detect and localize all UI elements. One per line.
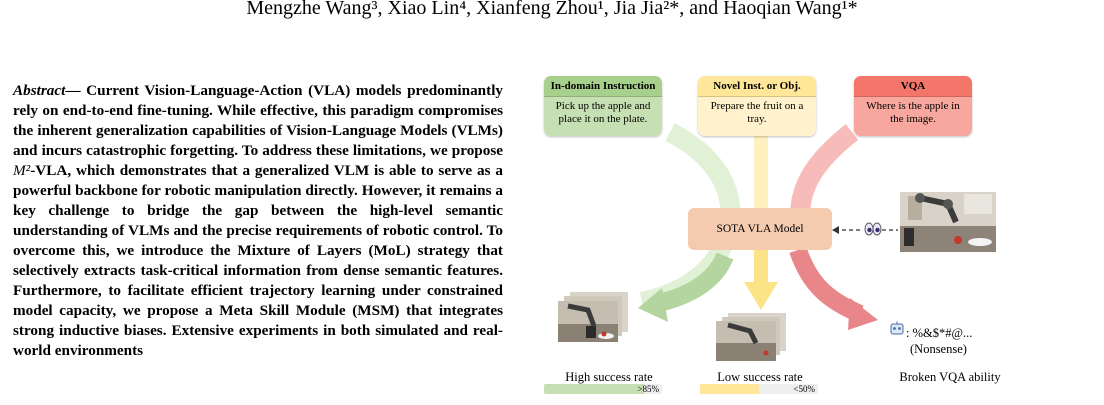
vqa-note: (Nonsense) bbox=[910, 342, 967, 356]
robot-scene-photo bbox=[900, 192, 996, 252]
outcome-high-percent: >85% bbox=[637, 384, 659, 394]
abstract-dash: — bbox=[65, 82, 87, 99]
card-in-domain-title: In-domain Instruction bbox=[544, 76, 662, 97]
outcome-low-percent: <50% bbox=[793, 384, 815, 394]
card-vqa-title: VQA bbox=[854, 76, 972, 97]
green-arrow bbox=[652, 252, 734, 313]
flow-arrows bbox=[638, 123, 898, 330]
eyes-icon bbox=[864, 221, 882, 237]
yellow-arrowhead bbox=[744, 282, 778, 310]
outcome-low-fill bbox=[700, 384, 759, 394]
teaser-figure: In-domain Instruction Pick up the apple … bbox=[530, 66, 1104, 405]
card-vqa: VQA Where is the apple in the image. bbox=[854, 76, 972, 136]
abstract-part2: -VLA, which demonstrates that a generali… bbox=[13, 162, 503, 359]
card-in-domain-body: Pick up the apple and place it on the pl… bbox=[544, 97, 662, 136]
red-arrowhead bbox=[848, 298, 878, 330]
authors-line: Mengzhe Wang³, Xiao Lin⁴, Xianfeng Zhou¹… bbox=[0, 0, 1104, 22]
photo-stack-high bbox=[558, 292, 628, 342]
yellow-arrow-shaft bbox=[754, 250, 768, 284]
outcome-low-bar: <50% bbox=[700, 384, 818, 394]
abstract-m2: M² bbox=[13, 162, 31, 179]
vqa-output: : %&$*#@... (Nonsense) bbox=[892, 325, 1032, 357]
green-arrowhead bbox=[638, 288, 668, 322]
yellow-flow bbox=[754, 132, 768, 210]
dashed-arrowhead bbox=[832, 226, 839, 234]
outcome-vqa-label: Broken VQA ability bbox=[899, 370, 1001, 384]
abstract-lead: Abstract bbox=[13, 82, 66, 99]
card-novel-title: Novel Inst. or Obj. bbox=[698, 76, 816, 97]
card-in-domain: In-domain Instruction Pick up the apple … bbox=[544, 76, 662, 136]
abstract-paragraph: Abstract— Current Vision-Language-Action… bbox=[13, 81, 503, 361]
card-novel-body: Prepare the fruit on a tray. bbox=[698, 97, 816, 136]
outcome-high-bar: >85% bbox=[544, 384, 662, 394]
outcome-high-label: High success rate bbox=[565, 370, 653, 384]
robot-icon bbox=[890, 321, 904, 335]
card-vqa-body: Where is the apple in the image. bbox=[854, 97, 972, 136]
red-flow bbox=[790, 124, 859, 217]
outcome-low-label: Low success rate bbox=[717, 370, 803, 384]
outcome-high-fill bbox=[544, 384, 645, 394]
vqa-output-text: : %&$*#@... bbox=[906, 326, 973, 340]
photo-stack-low bbox=[716, 313, 786, 361]
abstract-part1: Current Vision-Language-Action (VLA) mod… bbox=[13, 82, 504, 159]
card-novel: Novel Inst. or Obj. Prepare the fruit on… bbox=[698, 76, 816, 136]
authors-text: Mengzhe Wang³, Xiao Lin⁴, Xianfeng Zhou¹… bbox=[246, 0, 858, 19]
sota-vla-model-box: SOTA VLA Model bbox=[688, 208, 832, 250]
